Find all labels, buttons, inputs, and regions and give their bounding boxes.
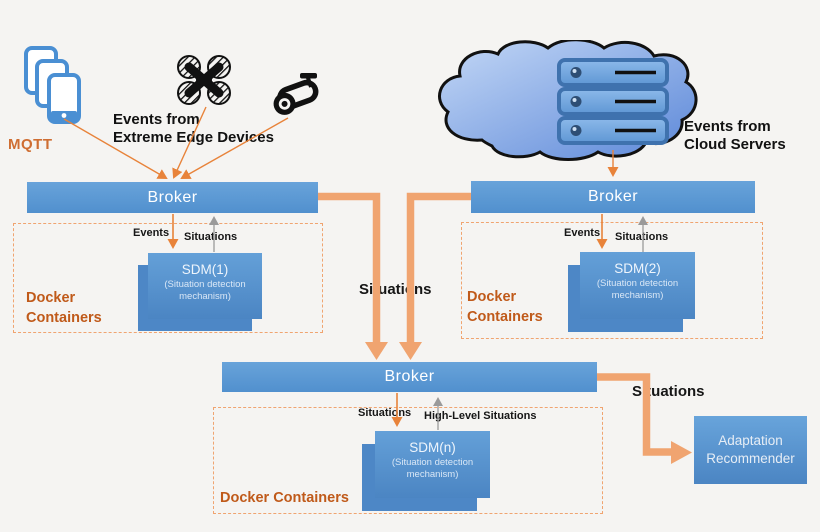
- broker-cloud: Broker: [471, 181, 755, 213]
- docker-box-central: [213, 407, 603, 514]
- server-rack-3: [557, 116, 669, 145]
- sdmn-box: SDM(n) (Situation detection mechanism): [375, 431, 490, 498]
- sdm1-title: SDM(1): [181, 262, 229, 277]
- events-label-edge: Events: [133, 227, 170, 239]
- sdmn-title: SDM(n): [409, 440, 456, 455]
- situations-label-mid: Situations: [359, 281, 432, 298]
- sdm1-subtitle: (Situation detection mechanism): [164, 279, 246, 303]
- situations-label-right: Situations: [632, 383, 705, 400]
- thick-arrowhead-recommender: [671, 441, 692, 464]
- drone-icon: [177, 55, 231, 105]
- mqtt-label: MQTT: [8, 136, 53, 153]
- adaptation-recommender-box: Adaptation Recommender: [694, 416, 807, 484]
- sdmn-subtitle: (Situation detection mechanism): [391, 457, 474, 481]
- docker-label-central: Docker Containers: [220, 490, 349, 506]
- cloud-servers-caption: Events from Cloud Servers: [684, 118, 786, 153]
- sdm2-title: SDM(2): [614, 261, 661, 276]
- thick-arrowhead-right: [399, 342, 422, 360]
- edge-devices-caption: Events from Extreme Edge Devices: [113, 111, 274, 146]
- server-rack-2: [557, 87, 669, 116]
- docker-label-edge: Docker Containers: [26, 290, 102, 327]
- situations-label-edge: Situations: [184, 231, 238, 243]
- situations-label-cloud: Situations: [615, 231, 669, 243]
- sdm1-box: SDM(1) (Situation detection mechanism): [148, 253, 262, 319]
- broker-central: Broker: [222, 362, 597, 392]
- server-rack-1: [557, 58, 669, 87]
- thick-arrow-edge-broker-to-central: [318, 192, 381, 342]
- smartphones-icon: [24, 46, 81, 124]
- situations-label-central: Situations: [358, 407, 412, 419]
- camera-icon: [273, 73, 319, 115]
- sdm2-subtitle: (Situation detection mechanism): [596, 278, 679, 302]
- broker-edge: Broker: [27, 182, 318, 213]
- docker-label-cloud: Docker Containers: [467, 289, 543, 326]
- thick-arrowhead-left: [365, 342, 388, 360]
- cloud-servers-icon: [438, 40, 698, 161]
- events-label-cloud: Events: [564, 227, 601, 239]
- high-level-situations-label: High-Level Situations: [424, 410, 537, 422]
- sdm2-box: SDM(2) (Situation detection mechanism): [580, 252, 695, 319]
